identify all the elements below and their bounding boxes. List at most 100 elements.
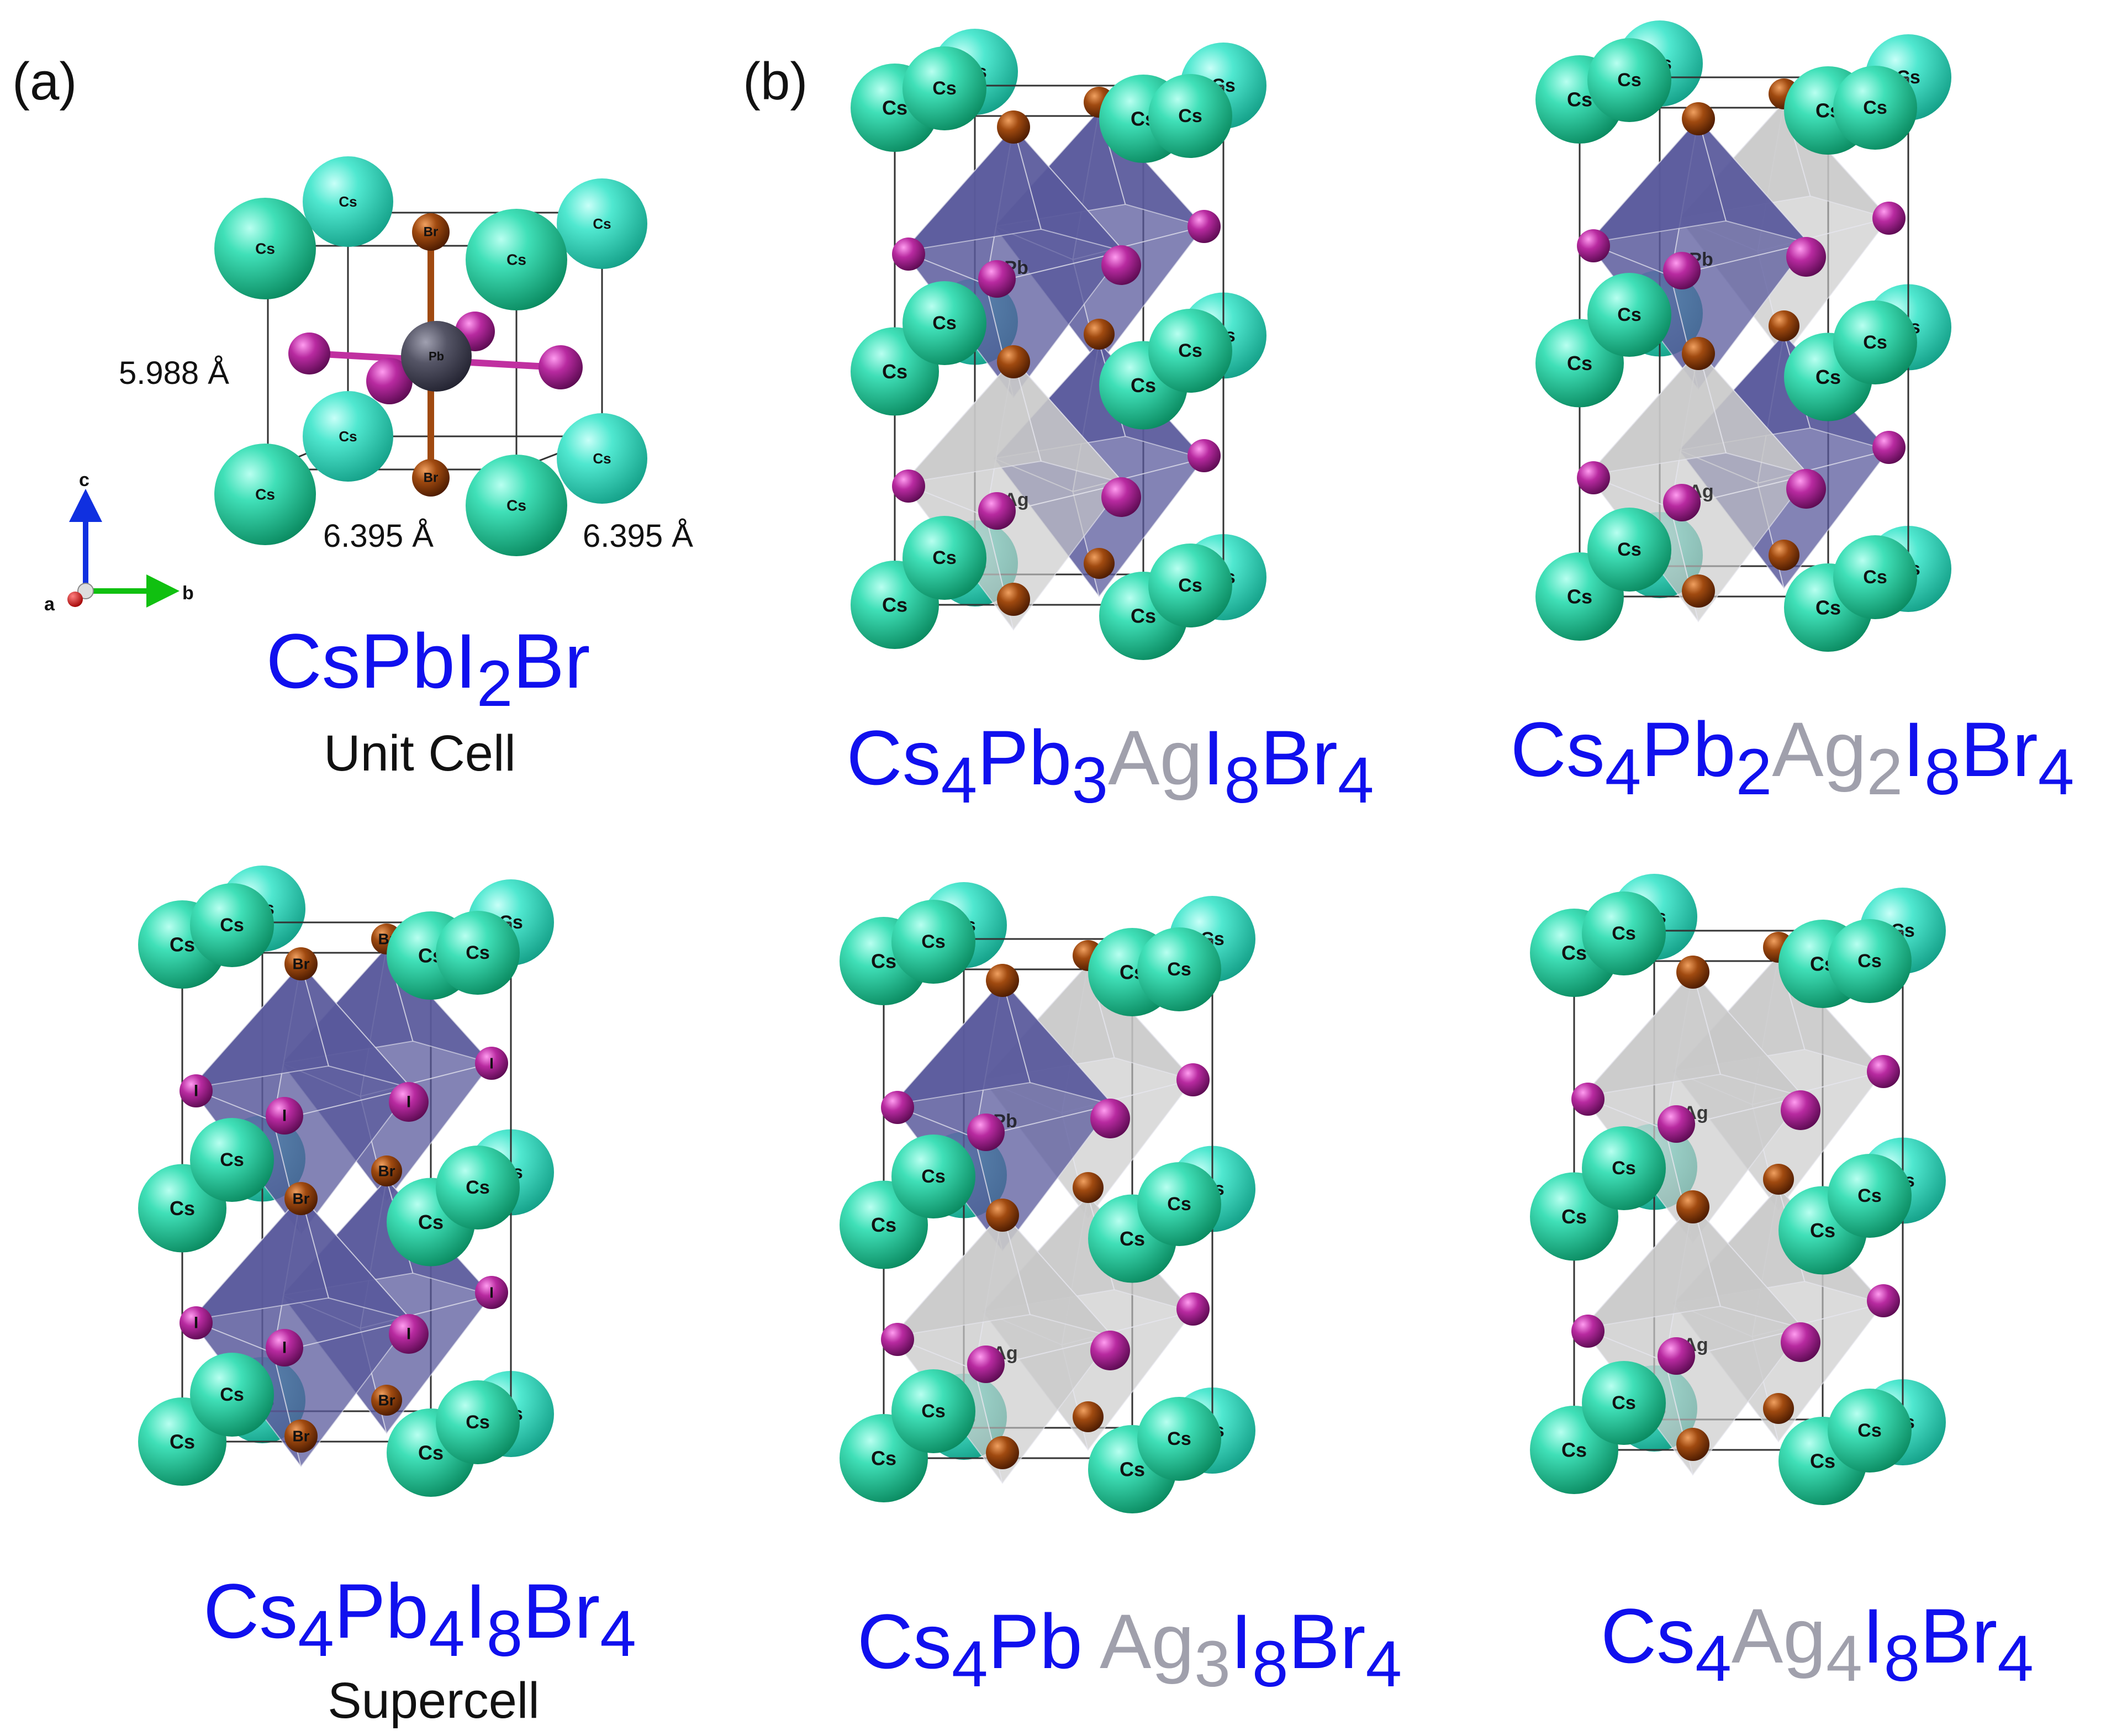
i-atom <box>1663 484 1701 521</box>
formula-element: Pb <box>977 714 1072 801</box>
cs-atom-mid-sphere <box>902 281 986 365</box>
octahedron-face <box>1692 1204 1805 1329</box>
cs-atom-label: Cs <box>506 497 526 514</box>
formula-subscript: 8 <box>1884 1622 1920 1695</box>
br-atom-sphere <box>997 583 1030 616</box>
cs-atom-mid: Cs <box>1137 1397 1221 1481</box>
i-atom-sphere <box>1658 1337 1695 1375</box>
formula-element: Pb <box>1641 706 1735 793</box>
i-atom: I <box>180 1074 213 1107</box>
formula-subscript: 4 <box>941 744 978 817</box>
cs-atom-mid: Cs <box>1137 927 1221 1011</box>
cs-atom-front-label: Cs <box>418 1211 444 1233</box>
formula-element: I <box>465 1568 487 1654</box>
cs-atom-mid-label: Cs <box>220 1149 244 1170</box>
br-atom-sphere <box>371 1385 402 1416</box>
i-atom-label: I <box>489 1284 494 1301</box>
formula-element: Br <box>522 1568 600 1654</box>
i-atom-sphere <box>978 492 1016 530</box>
cs-atom-mid: Cs <box>902 46 986 130</box>
cs-atom-mid: Cs <box>1148 74 1232 158</box>
br-atom-sphere <box>1073 1401 1104 1432</box>
cs-atom-front-label: Cs <box>1120 1227 1145 1250</box>
cs-atom: Cs <box>557 413 647 504</box>
formula-subscript: 2 <box>1736 736 1772 809</box>
cs-atom-mid: Cs <box>436 911 520 995</box>
cs-atom-front-label: Cs <box>1561 1439 1587 1461</box>
br-atom: Br <box>412 459 450 497</box>
br-atom <box>1073 1172 1104 1203</box>
cs-atom-sphere <box>557 413 647 504</box>
formula-subscript: 8 <box>1224 744 1260 817</box>
formula-subscript: 3 <box>1194 1628 1231 1701</box>
i-atom-sphere <box>881 1091 914 1124</box>
octahedron-face <box>300 963 413 1089</box>
cs-atom-mid: Cs <box>891 1369 975 1453</box>
cs-atom-mid-sphere <box>891 1135 975 1218</box>
br-atom <box>1682 337 1715 370</box>
formula-element: I <box>1231 1598 1252 1685</box>
br-atom-label: Br <box>378 1163 395 1180</box>
cs-atom-mid-label: Cs <box>220 915 244 936</box>
a-axis-arrow <box>67 592 83 607</box>
cs-atom-mid-sphere <box>1137 927 1221 1011</box>
unit-cell-formula: CsPbI2Br <box>266 618 590 720</box>
i-atom <box>1867 1284 1900 1317</box>
i-atom <box>1187 210 1221 243</box>
br-atom-label: Br <box>292 1428 309 1445</box>
br-atom-sphere <box>284 947 318 980</box>
i-atom-sphere <box>1663 484 1701 521</box>
c-axis-label: c <box>79 469 89 490</box>
formula-subscript: 4 <box>1338 744 1374 817</box>
i-atom-sphere <box>475 1276 508 1309</box>
i-atom-sphere <box>180 1306 213 1339</box>
formula-subscript: 8 <box>1924 736 1961 809</box>
formula-element: Cs <box>846 714 941 801</box>
cs-atom-mid-label: Cs <box>1167 959 1191 980</box>
i-atom-sphere <box>1577 461 1610 494</box>
br-atom <box>997 110 1030 144</box>
formula-element: Cs <box>857 1598 952 1685</box>
br-atom-label: Br <box>424 225 439 240</box>
cs-atom-mid-sphere <box>436 911 520 995</box>
cs-atom-mid: Cs <box>1137 1162 1221 1246</box>
i-atom-sphere <box>978 260 1016 298</box>
i-atom <box>967 1345 1005 1383</box>
cs-atom-mid-label: Cs <box>1857 1420 1881 1441</box>
octahedron-face <box>1698 118 1811 244</box>
cs-atom-mid: Cs <box>190 1353 274 1437</box>
formula-subscript: 4 <box>1605 736 1642 809</box>
i-atom <box>967 1114 1005 1151</box>
cs-atom-front-label: Cs <box>418 1442 444 1464</box>
i-atom-sphere <box>1781 1090 1820 1130</box>
unit-cell-height-label: 5.988 Å <box>119 355 229 391</box>
octahedron-face <box>300 1195 413 1321</box>
cs-atom-label: Cs <box>339 428 357 445</box>
cs-atom-mid-sphere <box>1833 66 1917 150</box>
formula-subscript: 4 <box>1997 1622 2034 1695</box>
cs-atom-front-label: Cs <box>170 1197 195 1220</box>
cs-atom-mid-label: Cs <box>220 1384 244 1405</box>
i-atom-sphere <box>881 1323 914 1356</box>
i-atom-label: I <box>407 1093 411 1111</box>
cs-atom-mid: Cs <box>1828 1389 1912 1473</box>
formula-subscript: 4 <box>1365 1628 1402 1701</box>
formula-element: I <box>1862 1592 1884 1679</box>
cs-atom-front-label: Cs <box>1567 352 1592 374</box>
cs-atom-mid: Cs <box>1833 535 1917 619</box>
i-atom <box>1872 431 1906 464</box>
cs-atom: Cs <box>303 391 393 482</box>
cs-atom-mid-sphere <box>1587 508 1671 592</box>
cs-atom-mid-label: Cs <box>921 1401 945 1422</box>
i-atom-sphere <box>366 358 413 404</box>
formula-element: CsPbI <box>266 618 477 704</box>
cs-atom-mid: Cs <box>190 883 274 967</box>
cs-atom-front-label: Cs <box>1131 605 1156 627</box>
i-atom: I <box>389 1082 429 1122</box>
i-atom <box>1658 1337 1695 1375</box>
octahedron-face <box>1692 972 1805 1097</box>
cs-atom-mid: Cs <box>190 1118 274 1202</box>
i-atom-sphere <box>389 1314 429 1354</box>
i-atom-sphere <box>1867 1284 1900 1317</box>
i-atom <box>1571 1315 1605 1348</box>
